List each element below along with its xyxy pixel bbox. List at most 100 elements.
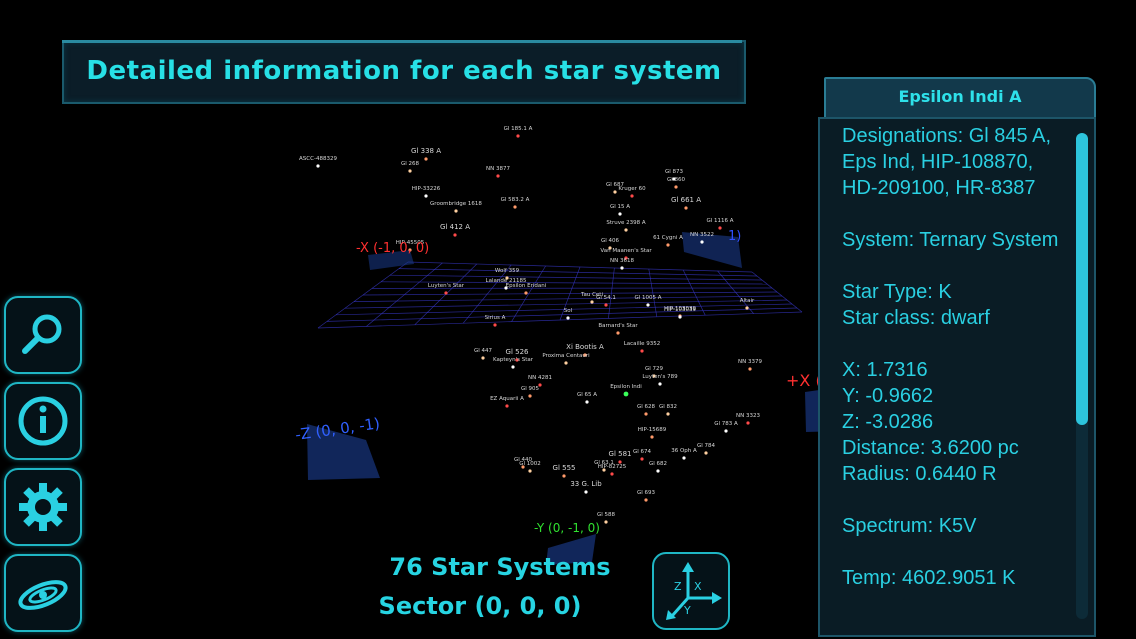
star-marker[interactable] xyxy=(678,315,682,319)
star-label[interactable]: Gl 54.1 xyxy=(596,295,616,301)
star-label[interactable]: NN 3618 xyxy=(610,258,634,264)
star-marker[interactable] xyxy=(623,391,629,397)
star-marker[interactable] xyxy=(493,323,497,327)
scroll-thumb[interactable] xyxy=(1076,133,1088,425)
star-marker[interactable] xyxy=(453,233,457,237)
star-marker[interactable] xyxy=(538,383,542,387)
star-label[interactable]: Lacaille 9352 xyxy=(624,341,661,347)
star-marker[interactable] xyxy=(481,356,485,360)
star-marker[interactable] xyxy=(515,358,519,362)
star-label[interactable]: Luyten's 789 xyxy=(642,374,678,380)
star-marker[interactable] xyxy=(620,266,624,270)
star-label[interactable]: Gl 784 xyxy=(697,443,716,449)
star-label[interactable]: Gl 15 A xyxy=(610,204,630,210)
star-marker[interactable] xyxy=(652,374,656,378)
star-marker[interactable] xyxy=(674,185,678,189)
star-marker[interactable] xyxy=(672,177,676,181)
star-label[interactable]: Gl 661 A xyxy=(671,196,701,204)
star-label[interactable]: HIP-82725 xyxy=(598,464,627,470)
star-marker[interactable] xyxy=(640,457,644,461)
star-marker[interactable] xyxy=(524,291,528,295)
star-marker[interactable] xyxy=(454,209,458,213)
star-marker[interactable] xyxy=(505,276,509,280)
star-label[interactable]: Gl 905 xyxy=(521,386,540,392)
axes-button[interactable]: Z X Y xyxy=(652,552,730,630)
star-marker[interactable] xyxy=(496,174,500,178)
star-marker[interactable] xyxy=(513,205,517,209)
star-marker[interactable] xyxy=(511,365,515,369)
star-marker[interactable] xyxy=(566,316,570,320)
star-marker[interactable] xyxy=(624,228,628,232)
star-label[interactable]: ASCC-488329 xyxy=(299,156,337,162)
star-marker[interactable] xyxy=(684,206,688,210)
star-label[interactable]: Kruger 60 xyxy=(618,186,646,192)
star-marker[interactable] xyxy=(562,474,566,478)
star-label[interactable]: Gl 783 A xyxy=(714,421,738,427)
star-label[interactable]: Gl 628 xyxy=(637,404,656,410)
star-marker[interactable] xyxy=(316,164,320,168)
star-label[interactable]: Gl 729 xyxy=(645,366,664,372)
star-marker[interactable] xyxy=(630,194,634,198)
star-label[interactable]: Gl 583.2 A xyxy=(501,197,530,203)
star-label[interactable]: Gl 860 xyxy=(667,177,686,183)
star-marker[interactable] xyxy=(650,435,654,439)
star-label[interactable]: Gl 268 xyxy=(401,161,420,167)
panel-scrollbar[interactable] xyxy=(1076,133,1088,619)
star-label[interactable]: NN 3522 xyxy=(690,232,714,238)
star-marker[interactable] xyxy=(504,286,508,290)
star-marker[interactable] xyxy=(521,465,525,469)
star-label[interactable]: Struve 2398 A xyxy=(606,220,646,226)
star-label[interactable]: Gl 693 xyxy=(637,490,656,496)
star-label[interactable]: NN 3323 xyxy=(736,413,760,419)
star-label[interactable]: Epsilon Indi xyxy=(610,384,642,390)
star-marker[interactable] xyxy=(682,456,686,460)
settings-button[interactable] xyxy=(4,468,82,546)
star-marker[interactable] xyxy=(505,404,509,408)
star-label[interactable]: HIP-33226 xyxy=(412,186,441,192)
star-marker[interactable] xyxy=(585,400,589,404)
star-label[interactable]: 36 Oph A xyxy=(671,448,697,454)
star-marker[interactable] xyxy=(602,468,606,472)
star-marker[interactable] xyxy=(424,194,428,198)
star-marker[interactable] xyxy=(590,300,594,304)
search-button[interactable] xyxy=(4,296,82,374)
star-marker[interactable] xyxy=(516,134,520,138)
star-label[interactable]: Gl 873 xyxy=(665,169,684,175)
star-marker[interactable] xyxy=(646,303,650,307)
star-label[interactable]: Gl 65 A xyxy=(577,392,597,398)
star-label[interactable]: Proxima Centauri xyxy=(542,353,590,359)
star-label[interactable]: Luyten's Star xyxy=(428,283,465,289)
star-label[interactable]: Sirius A xyxy=(485,315,506,321)
star-marker[interactable] xyxy=(746,421,750,425)
star-marker[interactable] xyxy=(618,212,622,216)
star-label[interactable]: Gl 581 xyxy=(609,450,632,458)
star-label[interactable]: Altair xyxy=(740,298,755,304)
star-marker[interactable] xyxy=(724,429,728,433)
star-label[interactable]: Barnard's Star xyxy=(598,323,638,329)
star-label[interactable]: HIP-45505 xyxy=(396,240,425,246)
star-marker[interactable] xyxy=(604,303,608,307)
star-marker[interactable] xyxy=(644,412,648,416)
star-label[interactable]: Gl 63.1 xyxy=(594,460,614,466)
star-marker[interactable] xyxy=(610,472,614,476)
star-marker[interactable] xyxy=(644,498,648,502)
star-label[interactable]: Gl 412 A xyxy=(440,223,470,231)
star-marker[interactable] xyxy=(666,243,670,247)
star-marker[interactable] xyxy=(618,460,622,464)
star-marker[interactable] xyxy=(656,469,660,473)
star-marker[interactable] xyxy=(640,349,644,353)
star-label[interactable]: NN 4281 xyxy=(528,375,552,381)
star-marker[interactable] xyxy=(528,469,532,473)
star-marker[interactable] xyxy=(408,248,412,252)
star-label[interactable]: 61 Cygni A xyxy=(653,235,683,241)
star-info-panel[interactable]: Designations: Gl 845 A, Eps Ind, HIP-108… xyxy=(818,117,1096,637)
star-marker[interactable] xyxy=(745,306,749,310)
star-label[interactable]: Gl 555 xyxy=(553,464,576,472)
star-label[interactable]: Gl 682 xyxy=(649,461,667,467)
star-marker[interactable] xyxy=(624,256,628,260)
star-label[interactable]: Wolf 359 xyxy=(495,268,520,274)
star-label[interactable]: Tau Ceti xyxy=(580,292,603,298)
star-label[interactable]: Kapteyn's Star xyxy=(493,357,534,363)
star-label[interactable]: Gl 526 xyxy=(506,348,530,356)
star-label[interactable]: HIP-103039 xyxy=(664,307,696,313)
